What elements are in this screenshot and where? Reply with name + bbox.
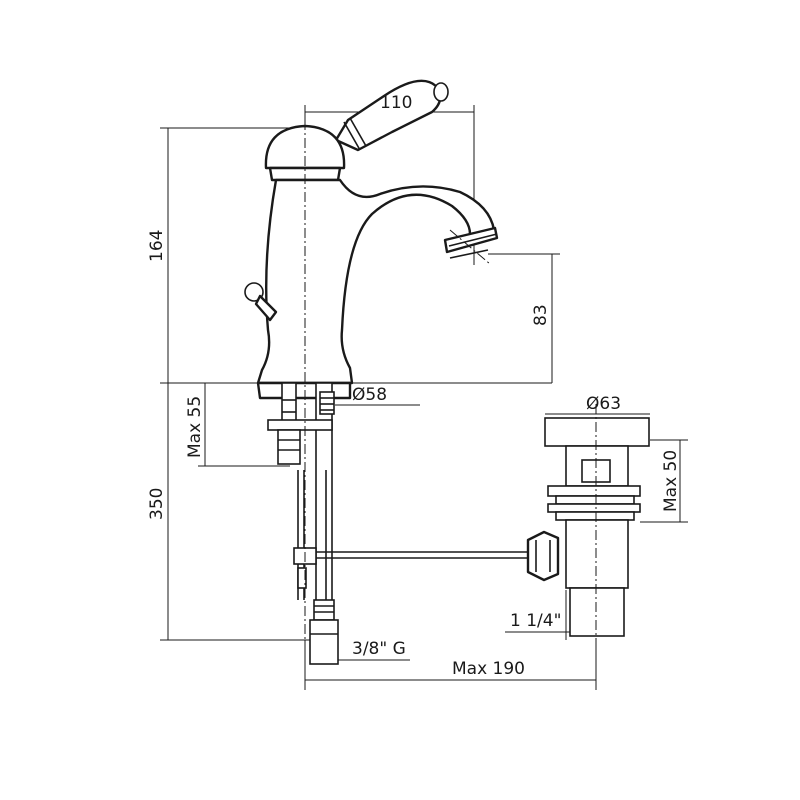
- dim-63: Ø63: [586, 394, 621, 414]
- dim-58: Ø58: [352, 385, 387, 405]
- center-axes: [304, 120, 597, 680]
- dim-max-50: Max 50: [661, 450, 681, 512]
- dim-3-8-g: 3/8" G: [352, 639, 406, 659]
- dim-164: 164: [147, 230, 167, 262]
- dim-1-1-4: 1 1/4": [510, 611, 561, 631]
- waste-drain: [526, 417, 650, 637]
- mounting-assembly: [267, 382, 528, 665]
- dimension-labels: 110 164 83 Ø58 Max 55 350 Ø63 Max 50 1 1…: [147, 93, 681, 679]
- dim-max-55: Max 55: [185, 396, 205, 458]
- dim-350: 350: [147, 488, 167, 520]
- body-and-spout: [256, 178, 496, 385]
- dim-83: 83: [531, 304, 551, 326]
- handle-lever: [334, 79, 442, 152]
- dim-110: 110: [380, 93, 412, 113]
- dim-max-190: Max 190: [452, 659, 525, 679]
- dimension-lines: [160, 105, 688, 690]
- pivot-nut: [526, 530, 560, 582]
